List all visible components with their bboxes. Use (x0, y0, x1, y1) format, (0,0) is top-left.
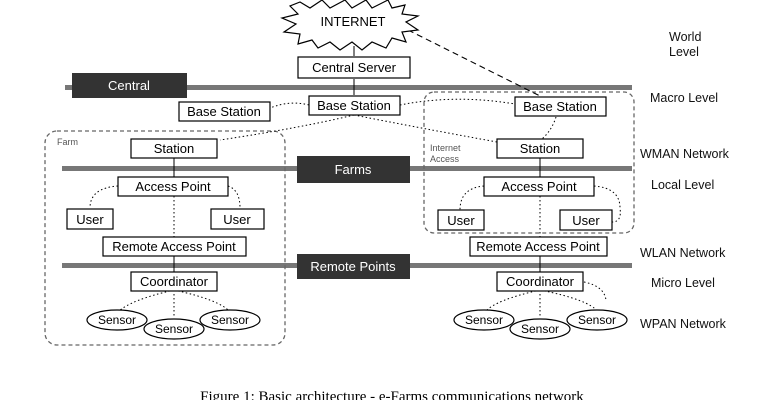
figure-caption: Figure 1: Basic architecture - e-Farms c… (200, 389, 584, 400)
link-internet-base-right (407, 29, 541, 97)
link-rap-user1 (459, 185, 485, 211)
level-wpan: WPAN Network (640, 317, 727, 331)
remote-access-point-right-label: Remote Access Point (476, 239, 600, 254)
link-base-station-left (219, 114, 355, 141)
base-station-center-label: Base Station (317, 98, 391, 113)
user-right-2-label: User (572, 213, 600, 228)
farm-group-label: Farm (57, 137, 78, 147)
coordinator-right-label: Coordinator (506, 274, 575, 289)
farms-bar-label: Farms (335, 162, 372, 177)
sensor-right-2-node: Sensor (509, 318, 571, 340)
remote-points-bar: Remote Points (297, 254, 410, 279)
link-rcoord-s1 (484, 289, 541, 313)
link-base-left (269, 102, 310, 109)
base-station-left-label: Base Station (187, 104, 261, 119)
sensor-left-2-node: Sensor (143, 318, 205, 340)
level-macro: Macro Level (650, 91, 718, 105)
internet-access-label-1: Internet (430, 143, 461, 153)
level-wman: WMAN Network (640, 147, 730, 161)
station-right-node: Station (496, 138, 584, 159)
sensor-right-1-node: Sensor (453, 309, 515, 331)
coordinator-right-node: Coordinator (496, 271, 584, 292)
base-station-right-label: Base Station (523, 99, 597, 114)
user-left-1-node: User (66, 208, 114, 230)
coordinator-left-node: Coordinator (130, 271, 218, 292)
remote-access-point-right-node: Remote Access Point (469, 236, 608, 257)
level-micro: Micro Level (651, 276, 715, 290)
sensor-right-2-label: Sensor (521, 322, 559, 336)
central-bar: Central (72, 73, 187, 98)
sensor-left-1-label: Sensor (98, 313, 136, 327)
link-lap-user1 (89, 185, 119, 209)
station-left-node: Station (130, 138, 218, 159)
link-lcoord-s3 (173, 289, 231, 313)
internet-access-label-2: Access (430, 154, 460, 164)
central-server-node: Central Server (297, 56, 411, 79)
sensor-left-3-node: Sensor (199, 309, 261, 331)
link-rap-user2 (593, 185, 621, 223)
sensor-right-3-label: Sensor (578, 313, 616, 327)
access-point-right-node: Access Point (483, 176, 595, 197)
link-lcoord-s1 (117, 289, 175, 313)
user-right-1-label: User (447, 213, 475, 228)
access-point-right-label: Access Point (501, 179, 577, 194)
user-left-2-label: User (223, 212, 251, 227)
link-base-station-right (353, 114, 498, 143)
link-rcoord-s3 (539, 289, 599, 313)
internet-access-region (423, 91, 635, 234)
level-world-line2: Level (669, 45, 699, 59)
link-rcoord-extra (583, 281, 607, 301)
base-station-center-node: Base Station (308, 95, 401, 116)
sensor-right-3-node: Sensor (566, 309, 628, 331)
user-left-1-label: User (76, 212, 104, 227)
access-point-left-node: Access Point (117, 176, 229, 197)
farm-group-region (44, 130, 286, 346)
station-left-label: Station (154, 141, 194, 156)
internet-cloud: INTERNET (280, 0, 421, 51)
remote-points-bar-label: Remote Points (310, 259, 396, 274)
farms-bar: Farms (297, 156, 410, 183)
sensor-left-2-label: Sensor (155, 322, 193, 336)
link-rbase-rstation (541, 116, 557, 140)
level-world-line1: World (669, 30, 701, 44)
user-left-2-node: User (210, 208, 265, 230)
station-right-label: Station (520, 141, 560, 156)
link-lap-user2 (227, 185, 241, 209)
coordinator-left-label: Coordinator (140, 274, 209, 289)
sensor-left-3-label: Sensor (211, 313, 249, 327)
link-base-right (399, 98, 516, 106)
remote-access-point-left-label: Remote Access Point (112, 239, 236, 254)
central-bar-label: Central (108, 78, 150, 93)
level-wlan: WLAN Network (640, 246, 726, 260)
sensor-left-1-node: Sensor (86, 309, 148, 331)
remote-access-point-left-node: Remote Access Point (102, 236, 247, 257)
macro-level-bar (65, 85, 632, 90)
base-station-right-node: Base Station (514, 96, 607, 117)
level-local: Local Level (651, 178, 714, 192)
central-server-label: Central Server (312, 60, 396, 75)
user-right-2-node: User (559, 209, 613, 231)
user-right-1-node: User (437, 209, 485, 231)
internet-label: INTERNET (321, 14, 386, 29)
sensor-right-1-label: Sensor (465, 313, 503, 327)
base-station-left-node: Base Station (178, 101, 271, 122)
access-point-left-label: Access Point (135, 179, 211, 194)
